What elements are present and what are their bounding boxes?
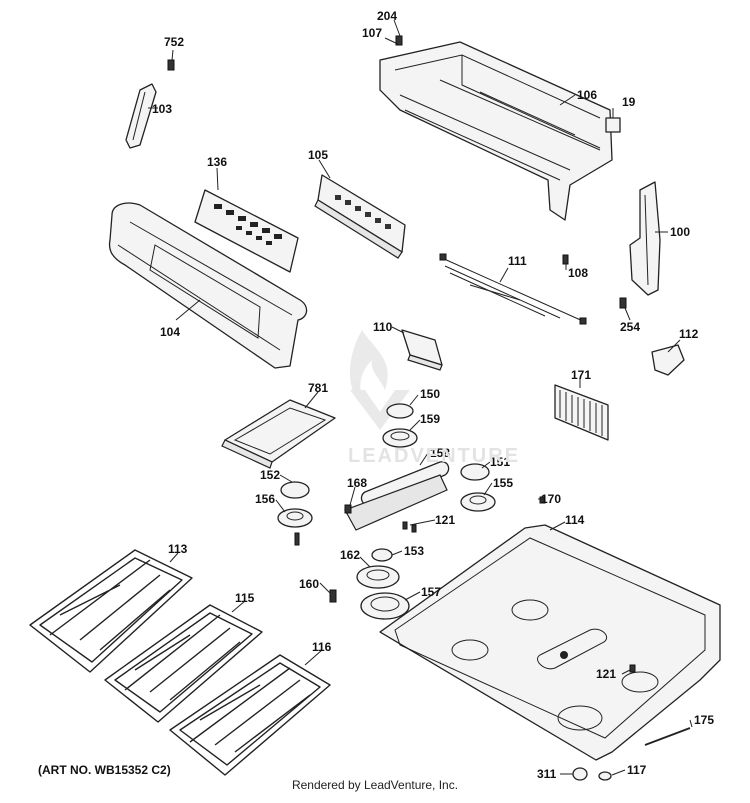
callout-160: 160: [299, 577, 319, 591]
part-115-grate-center: [104, 604, 263, 723]
callout-100: 100: [670, 225, 690, 239]
part-781-griddle: [221, 399, 336, 469]
part-108-screw: [562, 254, 569, 265]
part-19-clip: [605, 117, 621, 133]
callout-781: 781: [308, 381, 328, 395]
part-155-burner-head: [460, 492, 496, 512]
part-111-wire-harness: [439, 253, 587, 325]
leader-lines: [148, 19, 693, 776]
callout-113: 113: [168, 542, 188, 556]
callout-110: 110: [373, 320, 393, 334]
part-113-grate-left: [29, 549, 193, 673]
part-104-control-panel: [108, 202, 308, 369]
part-160-fastener: [329, 589, 337, 603]
callout-19: 19: [622, 95, 636, 109]
part-106-backguard-frame: [379, 41, 613, 221]
callout-204: 204: [377, 9, 397, 23]
part-117-bumper: [598, 771, 612, 781]
callout-115: 115: [235, 591, 255, 605]
part-114-cooktop: [379, 524, 721, 761]
part-170-screw: [539, 496, 546, 504]
footer-credit: Rendered by LeadVenture, Inc.: [291, 778, 459, 792]
callout-168: 168: [347, 476, 367, 490]
part-121-screw-lower: [629, 664, 636, 673]
watermark-logo: [349, 330, 410, 430]
watermark-text: LEADVENTURE: [348, 445, 521, 467]
callout-171: 171: [571, 368, 591, 382]
part-158-oval-burner: [344, 461, 450, 531]
callout-117: 117: [627, 763, 647, 777]
callout-752: 752: [164, 35, 184, 49]
part-162-burner-head: [356, 565, 400, 589]
callout-114: 114: [565, 513, 585, 527]
callout-121-lower: 121: [596, 667, 616, 681]
callout-150: 150: [420, 387, 440, 401]
callout-170: 170: [541, 492, 561, 506]
callout-103: 103: [152, 102, 172, 116]
part-100-side-trim: [629, 181, 661, 296]
callout-175: 175: [694, 713, 714, 727]
callout-107: 107: [362, 26, 382, 40]
callout-108: 108: [568, 266, 588, 280]
part-112-switch: [651, 344, 685, 376]
part-254-screw: [619, 297, 627, 309]
callout-112: 112: [679, 327, 699, 341]
part-752-screw: [167, 59, 175, 71]
part-152-burner-cap: [280, 481, 310, 499]
callout-104: 104: [160, 325, 180, 339]
part-168-screw: [344, 504, 352, 514]
callout-121-upper: 121: [435, 513, 455, 527]
callout-111: 111: [508, 254, 527, 268]
callout-116: 116: [312, 640, 332, 654]
callout-162: 162: [340, 548, 360, 562]
part-157-burner-base: [360, 592, 410, 620]
part-110-spark-module: [401, 329, 443, 371]
part-204-screw: [395, 35, 403, 46]
callout-152: 152: [260, 468, 280, 482]
part-105-control-board: [314, 174, 406, 259]
callout-156: 156: [255, 492, 275, 506]
callout-254: 254: [620, 320, 640, 334]
part-136-touch-overlay: [194, 189, 299, 273]
part-116-grate-right: [169, 654, 331, 776]
part-121-screws-upper: [402, 521, 417, 533]
art-number: (ART NO. WB15352 C2): [38, 763, 171, 777]
callout-157: 157: [421, 585, 441, 599]
callout-151: 151: [490, 455, 510, 469]
part-103-trim-bracket: [125, 83, 157, 149]
callout-158: 158: [430, 446, 450, 460]
part-175-rod: [644, 727, 691, 746]
callout-105: 105: [308, 148, 328, 162]
part-156-burner-head: [277, 508, 313, 546]
callout-159: 159: [420, 412, 440, 426]
part-159-burner-head: [382, 428, 418, 448]
callout-136: 136: [207, 155, 227, 169]
part-150-burner-cap: [386, 403, 414, 419]
callout-311: 311: [537, 767, 557, 781]
callout-labels: 752 103 204 107 106 19 136 105 100 104 1…: [152, 9, 714, 781]
part-153-burner-cap: [371, 548, 393, 562]
callout-153: 153: [404, 544, 424, 558]
callout-155: 155: [493, 476, 513, 490]
part-171-vent-grille: [554, 384, 609, 441]
callout-106: 106: [577, 88, 597, 102]
